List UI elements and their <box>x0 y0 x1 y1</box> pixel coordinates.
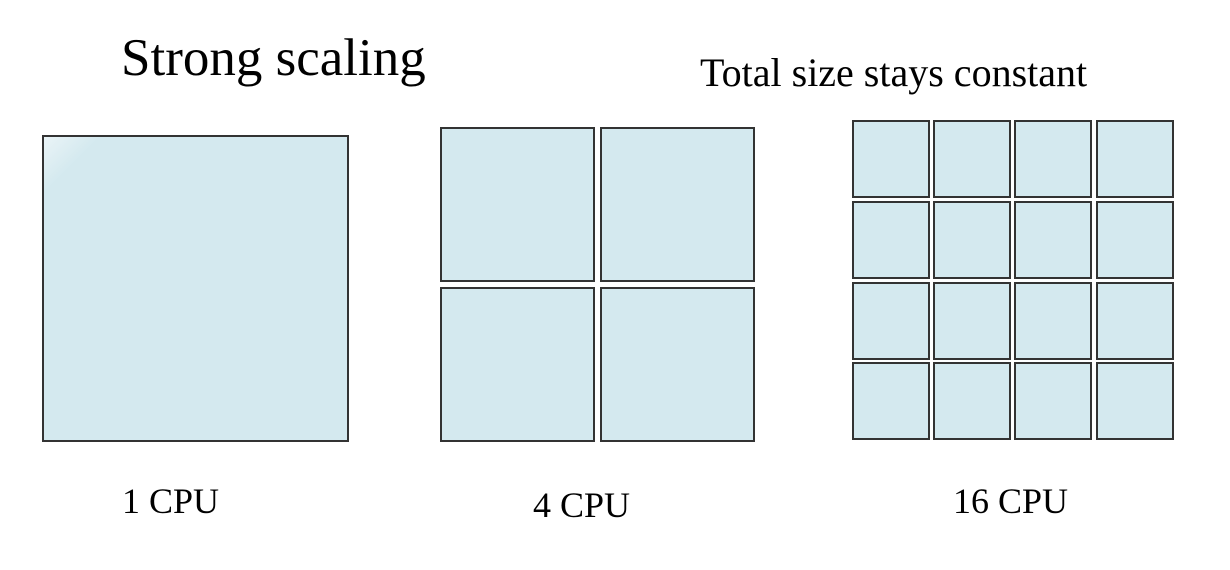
cpu-label-16: 16 CPU <box>953 481 1069 521</box>
domain-block <box>440 127 595 282</box>
domain-block <box>440 287 595 442</box>
domain-block <box>1014 201 1092 279</box>
domain-block <box>1014 120 1092 198</box>
diagram-subtitle: Total size stays constant <box>700 50 1088 95</box>
domain-block <box>852 201 930 279</box>
domain-block <box>1096 282 1174 360</box>
domain-block <box>1096 120 1174 198</box>
domain-block <box>1096 362 1174 440</box>
domain-block <box>933 362 1011 440</box>
diagram-title: Strong scaling <box>121 29 426 87</box>
domain-block <box>933 282 1011 360</box>
domain-block <box>1096 201 1174 279</box>
domain-block <box>600 127 755 282</box>
domain-block <box>933 201 1011 279</box>
domain-block <box>1014 362 1092 440</box>
domain-block <box>600 287 755 442</box>
domain-block <box>852 120 930 198</box>
domain-block <box>852 282 930 360</box>
domain-block <box>852 362 930 440</box>
domain-block <box>1014 282 1092 360</box>
cpu-label-4: 4 CPU <box>533 485 631 525</box>
domain-block <box>42 135 349 442</box>
cpu-label-1: 1 CPU <box>122 481 220 521</box>
domain-block <box>933 120 1011 198</box>
